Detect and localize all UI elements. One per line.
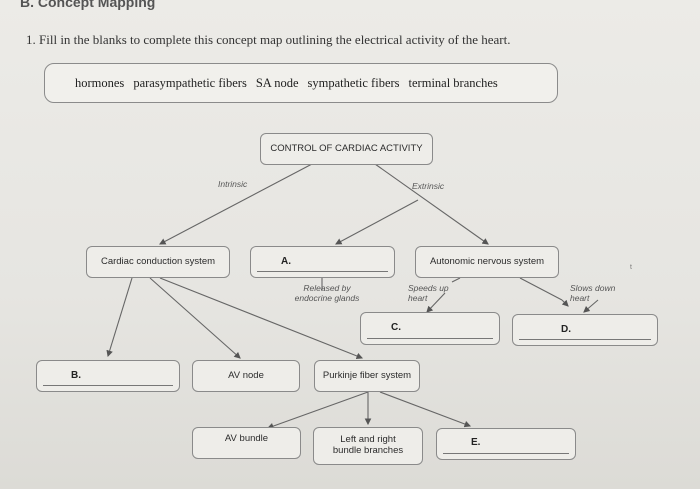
word-bank-item: sympathetic fibers [307, 75, 400, 90]
label-intrinsic: Intrinsic [218, 179, 248, 189]
node-label: Cardiac conduction system [100, 255, 216, 267]
blank-letter: B. [71, 370, 81, 381]
word-bank-item: terminal branches [408, 75, 498, 90]
node-label: AV bundle [224, 433, 269, 444]
stray-mark: t [630, 264, 632, 271]
node-label: AV node [228, 369, 264, 381]
node-label: Purkinje fiber system [322, 369, 412, 381]
node-av-bundle: AV bundle [192, 427, 301, 459]
word-bank-item: hormones [75, 75, 125, 90]
blank-a[interactable]: A. [250, 246, 395, 278]
answer-line [443, 453, 569, 454]
blank-c[interactable]: C. [360, 312, 500, 345]
blank-letter: E. [471, 437, 481, 448]
node-cardiac-conduction-system: Cardiac conduction system [86, 246, 230, 278]
question-text: 1. Fill in the blanks to complete this c… [26, 32, 511, 47]
blank-b[interactable]: B. [36, 360, 180, 392]
node-label: Left and right bundle branches [332, 434, 404, 456]
word-bank-item: parasympathetic fibers [133, 75, 247, 90]
blank-d[interactable]: D. [512, 314, 658, 346]
blank-e[interactable]: E. [436, 428, 576, 460]
node-purkinje-fiber-system: Purkinje fiber system [314, 360, 420, 392]
blank-letter: C. [391, 322, 401, 333]
answer-line [367, 338, 493, 339]
node-autonomic-nervous-system: Autonomic nervous system [415, 246, 559, 278]
node-control-of-cardiac-activity: CONTROL OF CARDIAC ACTIVITY [260, 133, 433, 165]
blank-letter: D. [561, 324, 571, 335]
word-bank: hormones parasympathetic fibers SA node … [44, 63, 558, 103]
label-released-by: Released by endocrine glands [294, 283, 360, 303]
node-av-node: AV node [192, 360, 300, 392]
label-speeds-up: Speeds up heart [408, 283, 449, 303]
label-slows-down: Slows down heart [570, 283, 616, 303]
label-extrinsic: Extrinsic [412, 181, 445, 191]
node-label: CONTROL OF CARDIAC ACTIVITY [270, 142, 423, 154]
node-label: Autonomic nervous system [429, 255, 545, 267]
section-title: B. Concept Mapping [20, 0, 156, 10]
answer-line [43, 385, 173, 386]
answer-line [519, 339, 651, 340]
blank-letter: A. [281, 256, 291, 267]
word-bank-item: SA node [255, 75, 299, 90]
answer-line [257, 271, 388, 272]
node-left-right-bundle-branches: Left and right bundle branches [313, 427, 423, 465]
